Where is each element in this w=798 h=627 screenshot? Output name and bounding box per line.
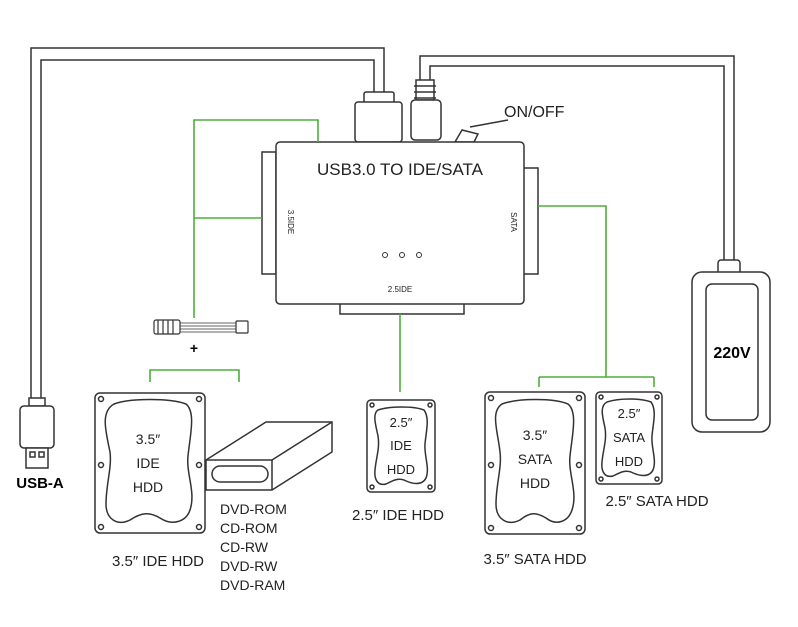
ide25-line3: HDD [387,462,415,477]
led-indicators [382,252,422,258]
adapter-title: USB3.0 TO IDE/SATA [317,160,484,179]
optical-drive [205,421,333,491]
ide35-line3: HDD [133,479,163,495]
optical-type-1: CD-ROM [220,520,278,536]
ide35-caption: 3.5″ IDE HDD [112,553,204,570]
molex-connector-icon [153,319,249,335]
usb-plug-top [354,91,403,143]
power-adapter [691,259,771,433]
power-label: 220V [713,345,751,362]
switch-label: ON/OFF [504,104,565,121]
ide25-line2: IDE [390,438,412,453]
ide25-line1: 2.5″ [390,415,413,430]
sata25-hdd [595,391,663,485]
usb-a-plug [19,397,55,469]
port-label-sata: SATA [509,212,518,232]
connector-lines [149,119,655,392]
sata25-line2: SATA [613,430,645,445]
sata35-line3: HDD [520,475,550,491]
port-label-ide25: 2.5IDE [388,285,412,294]
ide35-line2: IDE [136,455,159,471]
sata35-caption: 3.5″ SATA HDD [483,551,586,568]
adapter-box [261,141,539,315]
ide25-hdd [366,399,436,493]
ide25-caption: 2.5″ IDE HDD [352,507,444,524]
power-cable [419,55,735,262]
on-off-switch[interactable] [453,119,509,143]
sata35-line1: 3.5″ [523,427,547,443]
port-label-ide35: 3.5IDE [286,210,295,234]
optical-type-2: CD-RW [220,539,269,555]
ide35-line1: 3.5″ [136,431,160,447]
optical-type-3: DVD-RW [220,558,278,574]
sata35-hdd [484,391,586,535]
sata35-line2: SATA [518,451,553,467]
molex-plus: + [190,340,198,356]
power-plug-top [410,79,442,141]
sata25-line1: 2.5″ [618,406,641,421]
optical-type-0: DVD-ROM [220,501,287,517]
usb-label: USB-A [16,475,64,492]
ide35-hdd [94,392,206,534]
sata25-line3: HDD [615,454,643,469]
usb-cable [30,47,385,400]
optical-type-4: DVD-RAM [220,577,285,593]
sata25-caption: 2.5″ SATA HDD [605,493,708,510]
